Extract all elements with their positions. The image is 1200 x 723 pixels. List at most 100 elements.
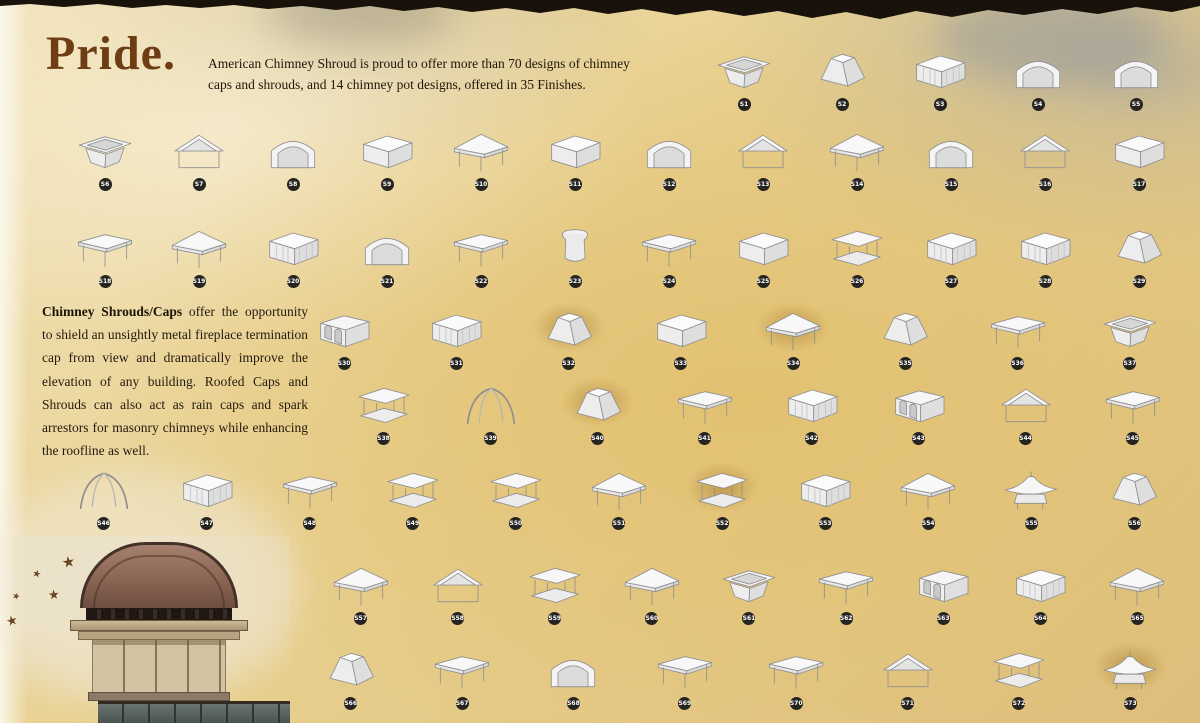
model-badge: S47 <box>200 517 214 530</box>
chimney-photo <box>12 536 290 723</box>
model-badge: S36 <box>1011 357 1025 370</box>
shroud-item-S44: S44 <box>972 379 1079 445</box>
shroud-illustration-gable <box>1006 126 1084 176</box>
model-badge: S65 <box>1130 612 1144 625</box>
shroud-item-S28: S28 <box>998 222 1092 288</box>
shroud-illustration-barrel <box>999 46 1077 96</box>
shroud-illustration-panel <box>786 465 864 515</box>
shroud-illustration-flat <box>271 465 349 515</box>
model-badge: S20 <box>286 275 300 288</box>
shroud-item-S72: S72 <box>963 644 1074 710</box>
shroud-illustration-gothic <box>65 465 143 515</box>
shroud-illustration-arch <box>904 560 982 610</box>
model-badge: S59 <box>548 612 562 625</box>
shroud-item-S65: S65 <box>1089 559 1186 625</box>
model-badge: S32 <box>562 357 576 370</box>
model-badge: S64 <box>1033 612 1047 625</box>
shroud-item-S62: S62 <box>798 559 895 625</box>
model-badge: S19 <box>192 275 206 288</box>
model-badge: S6 <box>98 178 112 191</box>
shroud-item-S36: S36 <box>962 304 1074 370</box>
shroud-item-S69: S69 <box>629 644 740 710</box>
shroud-item-S59: S59 <box>506 559 603 625</box>
shroud-item-S27: S27 <box>904 222 998 288</box>
shroud-illustration-hip <box>160 223 238 273</box>
model-badge: S63 <box>936 612 950 625</box>
shroud-illustration-flat <box>757 645 835 695</box>
shroud-illustration-flared <box>710 560 788 610</box>
shroud-item-S16: S16 <box>998 125 1092 191</box>
model-badge: S57 <box>354 612 368 625</box>
shroud-illustration-tapered <box>312 645 390 695</box>
shroud-illustration-barrel <box>348 223 426 273</box>
model-badge: S15 <box>944 178 958 191</box>
shroud-illustration-arch <box>305 305 383 355</box>
shroud-item-S22: S22 <box>434 222 528 288</box>
shroud-illustration-pagoda <box>1083 635 1178 699</box>
shroud-illustration-barrel <box>534 645 612 695</box>
shroud-item-S57: S57 <box>312 559 409 625</box>
model-badge: S5 <box>1129 98 1143 111</box>
model-badge: S69 <box>678 697 692 710</box>
shroud-item-S6: S6 <box>58 125 152 191</box>
shroud-illustration-panel <box>901 46 979 96</box>
model-badge: S72 <box>1012 697 1026 710</box>
shroud-item-S8: S8 <box>246 125 340 191</box>
model-badge: S34 <box>786 357 800 370</box>
shroud-item-S33: S33 <box>625 304 737 370</box>
shroud-item-S39: S39 <box>437 379 544 445</box>
chimney-vent-screen <box>86 608 232 620</box>
shroud-illustration-panel <box>254 223 332 273</box>
model-badge: S14 <box>850 178 864 191</box>
model-badge: S11 <box>568 178 582 191</box>
shroud-item-S1: S1 <box>695 45 793 111</box>
shroud-illustration-flat <box>666 380 744 430</box>
shroud-illustration-hip <box>580 465 658 515</box>
shroud-item-S25: S25 <box>716 222 810 288</box>
model-badge: S41 <box>698 432 711 445</box>
shroud-item-S15: S15 <box>904 125 998 191</box>
shroud-item-S26: S26 <box>810 222 904 288</box>
shroud-illustration-flared <box>705 46 783 96</box>
shroud-item-S41: S41 <box>651 379 758 445</box>
description-body: offer the opportunity to shield an unsig… <box>42 304 308 459</box>
model-badge: S51 <box>612 517 626 530</box>
shroud-illustration-flared <box>1091 305 1169 355</box>
shroud-illustration-gable <box>419 560 497 610</box>
page-title: Pride. <box>46 27 176 80</box>
shroud-item-S56: S56 <box>1083 464 1186 530</box>
model-badge: S43 <box>912 432 925 445</box>
description-text: Chimney Shrouds/Caps offer the opportuni… <box>42 300 308 463</box>
shroud-illustration-hip <box>322 560 400 610</box>
model-badge: S39 <box>484 432 497 445</box>
shroud-illustration-pavilion <box>675 455 770 519</box>
model-badge: S70 <box>789 697 803 710</box>
shroud-item-S73: S73 <box>1075 635 1186 710</box>
shroud-item-S3: S3 <box>891 45 989 111</box>
shroud-illustration-panel <box>912 223 990 273</box>
shroud-illustration-pavilion <box>980 645 1058 695</box>
shroud-item-S14: S14 <box>810 125 904 191</box>
shroud-item-S32: S32 <box>513 295 625 370</box>
model-badge: S31 <box>449 357 463 370</box>
shroud-illustration-pavilion <box>516 560 594 610</box>
shroud-item-S30: S30 <box>288 304 400 370</box>
model-badge: S60 <box>645 612 659 625</box>
shroud-illustration-box <box>348 126 426 176</box>
shroud-item-S34: S34 <box>737 295 849 370</box>
shroud-item-S49: S49 <box>361 464 464 530</box>
shroud-illustration-barrel <box>912 126 990 176</box>
model-badge: S27 <box>944 275 958 288</box>
model-badge: S52 <box>715 517 729 530</box>
model-badge: S45 <box>1126 432 1139 445</box>
shroud-illustration-pavilion <box>374 465 452 515</box>
shroud-item-S48: S48 <box>258 464 361 530</box>
model-badge: S54 <box>921 517 935 530</box>
model-badge: S62 <box>839 612 853 625</box>
shroud-illustration-gable <box>987 380 1065 430</box>
model-badge: S23 <box>568 275 582 288</box>
model-badge: S21 <box>380 275 394 288</box>
shroud-illustration-gable <box>160 126 238 176</box>
model-badge: S2 <box>835 98 849 111</box>
model-badge: S73 <box>1123 697 1137 710</box>
